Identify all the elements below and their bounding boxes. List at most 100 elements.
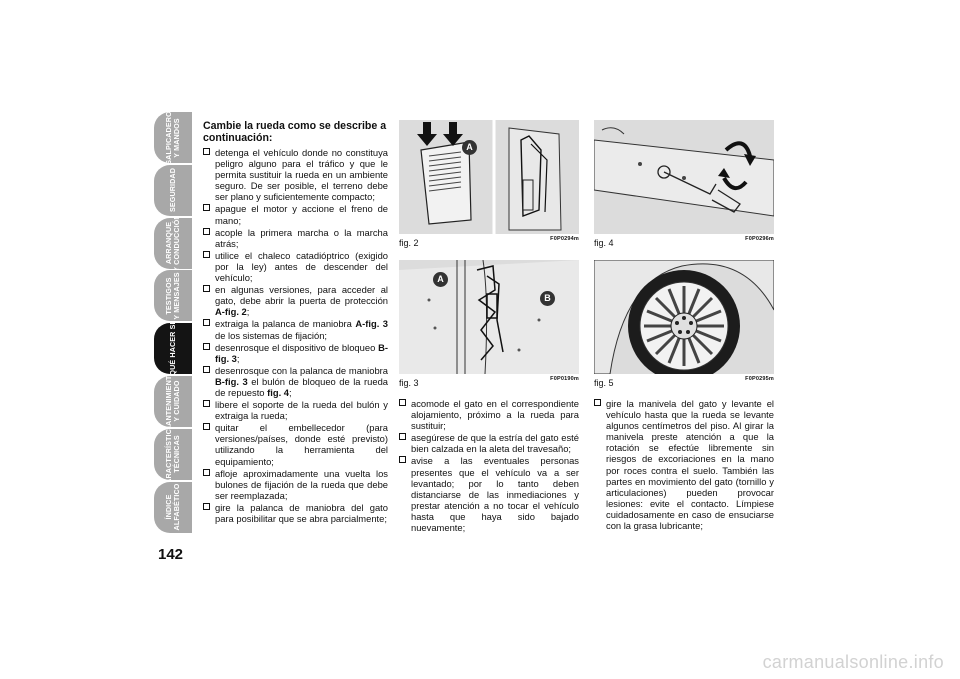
checkbox-bullet-icon	[203, 148, 210, 155]
sidebar-tab-6[interactable]: CARACTERÍSTICAS TÉCNICAS	[154, 428, 192, 480]
checkbox-bullet-icon	[399, 456, 406, 464]
step-item: gire la palanca de maniobra del gato par…	[203, 502, 388, 524]
step-text: acople la primera marcha o la marcha atr…	[215, 226, 388, 249]
sidebar-tab-label: SEGURIDAD	[168, 168, 177, 213]
figure-label: fig. 5	[594, 378, 614, 388]
sidebar-tab-7[interactable]: ÍNDICE ALFABÉTICO	[154, 481, 192, 533]
step-item: extraiga la palanca de maniobra A-fig. 3…	[203, 318, 388, 341]
text-column-2: acomode el gato en el correspondiente al…	[399, 398, 579, 534]
sidebar-tab-5[interactable]: MANTENIMIENTO Y CUIDADO	[154, 375, 192, 427]
step-text: quitar el embellecedor (para versiones/p…	[215, 422, 388, 467]
figure-label: fig. 2	[399, 238, 419, 248]
step-text: el bulón de bloqueo de la rueda de repue…	[215, 375, 388, 398]
steps-list: detenga el vehículo donde no constituya …	[203, 147, 388, 524]
sidebar-tab-0[interactable]: SALPICADERO Y MANDOS	[154, 112, 192, 163]
figure-4-image	[594, 120, 774, 234]
steps-list: gire la manivela del gato y levante el v…	[594, 398, 774, 531]
sidebar-tab-3[interactable]: TESTIGOS Y MENSAJES	[154, 270, 192, 322]
step-item: asegúrese de que la estría del gato esté…	[399, 432, 579, 454]
figure-2: A fig. 2 F0P0294m	[399, 120, 579, 255]
figure-5: fig. 5 F0P0295m	[594, 260, 774, 395]
figure-label: fig. 3	[399, 378, 419, 388]
step-text: ;	[246, 306, 250, 318]
sidebar-tab-1[interactable]: SEGURIDAD	[154, 164, 192, 216]
step-reference: A-fig. 2	[215, 306, 247, 318]
figure-label: fig. 4	[594, 238, 614, 248]
figure-2-image	[399, 120, 579, 234]
figure-code: F0P0295m	[745, 376, 774, 382]
step-item: acomode el gato en el correspondiente al…	[399, 398, 579, 431]
checkbox-bullet-icon	[203, 204, 210, 212]
checkbox-bullet-icon	[594, 399, 601, 406]
sidebar-tab-label: TESTIGOS Y MENSAJES	[164, 272, 181, 320]
step-item: desenrosque el dispositivo de bloqueo B-…	[203, 342, 388, 364]
checkbox-bullet-icon	[203, 400, 210, 408]
step-text: avise a las eventuales personas presente…	[411, 455, 579, 534]
sidebar-tabs: SALPICADERO Y MANDOS SEGURIDAD ARRANQUE Y …	[154, 112, 194, 534]
step-text: acomode el gato en el correspondiente al…	[411, 398, 579, 432]
checkbox-bullet-icon	[203, 502, 210, 510]
step-text: de los sistemas de fijación;	[215, 329, 328, 341]
jack-fixing-illustration	[399, 260, 579, 374]
step-reference: B-fig. 3	[215, 341, 388, 364]
sidebar-tab-label: CARACTERÍSTICAS TÉCNICAS	[164, 428, 181, 480]
checkbox-bullet-icon	[203, 342, 210, 350]
figure-5-image	[594, 260, 774, 374]
sidebar-tab-label: MANTENIMIENTO Y CUIDADO	[164, 375, 181, 427]
step-text: asegúrese de que la estría del gato esté…	[411, 432, 579, 455]
step-reference: fig. 4	[267, 386, 290, 398]
step-item: libere el soporte de la rueda del bulón …	[203, 399, 388, 421]
step-item: detenga el vehículo donde no constituya …	[203, 147, 388, 202]
checkbox-bullet-icon	[203, 319, 210, 327]
text-column-3: gire la manivela del gato y levante el v…	[594, 398, 774, 532]
step-text: gire la palanca de maniobra del gato par…	[215, 501, 388, 524]
step-item: acople la primera marcha o la marcha atr…	[203, 227, 388, 249]
checkbox-bullet-icon	[399, 433, 406, 441]
callout-a-fig2: A	[462, 140, 477, 155]
steps-list: acomode el gato en el correspondiente al…	[399, 398, 579, 533]
sidebar-tab-2[interactable]: ARRANQUE Y CONDUCCIÓN	[154, 217, 192, 269]
figure-3-image	[399, 260, 579, 374]
step-text: desenrosque el dispositivo de bloqueo	[215, 341, 379, 353]
figure-code: F0P0294m	[550, 236, 579, 242]
checkbox-bullet-icon	[203, 423, 210, 431]
sidebar-tab-4[interactable]: QUÉ HACER SI	[154, 323, 192, 375]
jack-access-door-illustration	[399, 120, 579, 234]
step-item: en algunas versiones, para acceder al ga…	[203, 284, 388, 317]
step-text: apague el motor y accione el freno de ma…	[215, 203, 388, 226]
step-text: ;	[289, 386, 292, 398]
checkbox-bullet-icon	[399, 399, 406, 406]
step-item: utilice el chaleco catadióptrico (exigid…	[203, 250, 388, 283]
callout-a-fig3: A	[433, 272, 448, 287]
figure-code: F0P0190m	[550, 376, 579, 382]
step-reference: A-fig. 3	[355, 318, 388, 330]
step-text: detenga el vehículo donde no constituya …	[215, 147, 388, 203]
step-item: avise a las eventuales personas presente…	[399, 455, 579, 533]
step-item: apague el motor y accione el freno de ma…	[203, 203, 388, 226]
watermark: carmanualsonline.info	[762, 652, 944, 672]
callout-a-label: A	[437, 274, 444, 284]
checkbox-bullet-icon	[203, 250, 210, 258]
section-heading: Cambie la rueda como se describe a conti…	[203, 120, 387, 144]
sidebar-tab-label: ARRANQUE Y CONDUCCIÓN	[164, 217, 181, 269]
checkbox-bullet-icon	[203, 285, 210, 293]
checkbox-bullet-icon	[203, 227, 210, 235]
step-text: desenrosque con la palanca de maniobra	[215, 364, 388, 376]
step-reference: B-fig. 3	[215, 375, 248, 387]
figure-3: A B fig. 3 F0P0190m	[399, 260, 579, 395]
step-item: afloje aproximadamente una vuelta los bu…	[203, 468, 388, 501]
step-text: libere el soporte de la rueda del bulón …	[215, 399, 388, 422]
callout-a-label: A	[466, 142, 473, 152]
text-column-1: Cambie la rueda como se describe a conti…	[203, 120, 388, 525]
figure-4: fig. 4 F0P0296m	[594, 120, 774, 255]
page-number: 142	[158, 546, 184, 563]
sidebar-tab-label: SALPICADERO Y MANDOS	[164, 112, 181, 163]
callout-b-label: B	[544, 293, 551, 303]
step-text: ;	[236, 352, 240, 364]
step-text: afloje aproximadamente una vuelta los bu…	[215, 467, 388, 501]
step-text: gire la manivela del gato y levante el v…	[606, 398, 774, 532]
step-item: gire la manivela del gato y levante el v…	[594, 398, 774, 531]
figure-code: F0P0296m	[745, 236, 774, 242]
step-text: en algunas versiones, para acceder al ga…	[215, 284, 388, 307]
wheel-illustration	[594, 260, 774, 374]
